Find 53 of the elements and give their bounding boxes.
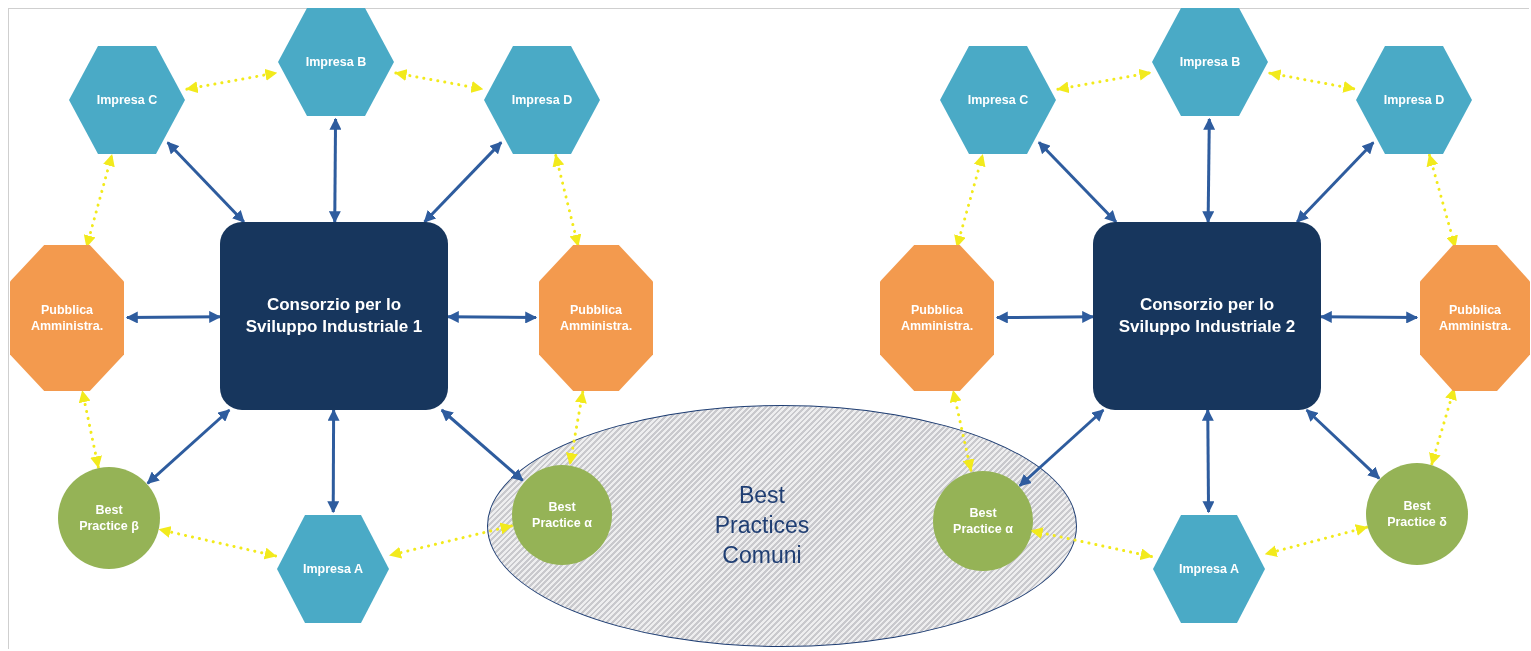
rounded-box bbox=[1093, 222, 1321, 410]
dotted-arrow bbox=[954, 153, 986, 248]
double-arrow bbox=[1202, 117, 1216, 224]
double-arrow bbox=[327, 408, 340, 514]
double-arrow bbox=[423, 141, 503, 224]
double-arrow bbox=[166, 141, 245, 224]
double-arrow bbox=[146, 408, 231, 485]
node-label: Impresa C bbox=[966, 91, 1030, 109]
node-label: Best Practice α bbox=[952, 504, 1014, 538]
dotted-arrow bbox=[394, 69, 484, 93]
node-label: Impresa C bbox=[95, 91, 159, 109]
dotted-arrow bbox=[1268, 69, 1356, 93]
node-label: Pubblica Amministra. bbox=[899, 301, 975, 335]
dotted-arrow bbox=[949, 389, 975, 472]
circle-node bbox=[933, 471, 1033, 571]
dotted-arrow bbox=[565, 390, 587, 466]
double-arrow bbox=[1305, 408, 1381, 480]
node-label: Consorzio per lo Sviluppo Industriale 2 bbox=[1117, 293, 1297, 338]
node-label: Best Practices Comuni bbox=[713, 481, 811, 570]
double-arrow bbox=[1037, 141, 1118, 224]
double-arrow bbox=[1296, 141, 1375, 224]
node-label: Impresa D bbox=[510, 91, 574, 109]
circle-node bbox=[512, 465, 612, 565]
node-label: Pubblica Amministra. bbox=[29, 301, 105, 335]
node-label: Best Practice δ bbox=[1386, 497, 1448, 531]
dotted-arrow bbox=[1264, 524, 1369, 557]
dotted-arrow bbox=[83, 153, 115, 248]
node-label: Pubblica Amministra. bbox=[1437, 301, 1513, 335]
dotted-arrow bbox=[1056, 68, 1152, 94]
dotted-arrow bbox=[552, 154, 582, 247]
double-arrow bbox=[1319, 310, 1419, 324]
node-label: Impresa B bbox=[1178, 53, 1242, 71]
dotted-arrow bbox=[388, 522, 513, 559]
rounded-box bbox=[220, 222, 448, 410]
node-label: Pubblica Amministra. bbox=[558, 301, 634, 335]
double-arrow bbox=[446, 310, 538, 324]
double-arrow bbox=[440, 408, 524, 482]
node-label: Impresa B bbox=[304, 53, 368, 71]
double-arrow bbox=[125, 310, 222, 324]
double-arrow bbox=[1201, 408, 1215, 514]
node-label: Impresa D bbox=[1382, 91, 1446, 109]
node-label: Impresa A bbox=[302, 560, 364, 578]
dotted-arrow bbox=[185, 68, 278, 94]
node-label: Impresa A bbox=[1178, 560, 1240, 578]
double-arrow bbox=[995, 310, 1095, 324]
dotted-arrow bbox=[158, 526, 278, 560]
dotted-arrow bbox=[78, 389, 102, 469]
double-arrow bbox=[328, 117, 342, 224]
double-arrow bbox=[1018, 408, 1105, 487]
dotted-arrow bbox=[1030, 527, 1153, 561]
node-label: Consorzio per lo Sviluppo Industriale 1 bbox=[244, 293, 424, 338]
node-label: Best Practice α bbox=[531, 498, 593, 532]
node-label: Best Practice β bbox=[78, 501, 140, 535]
